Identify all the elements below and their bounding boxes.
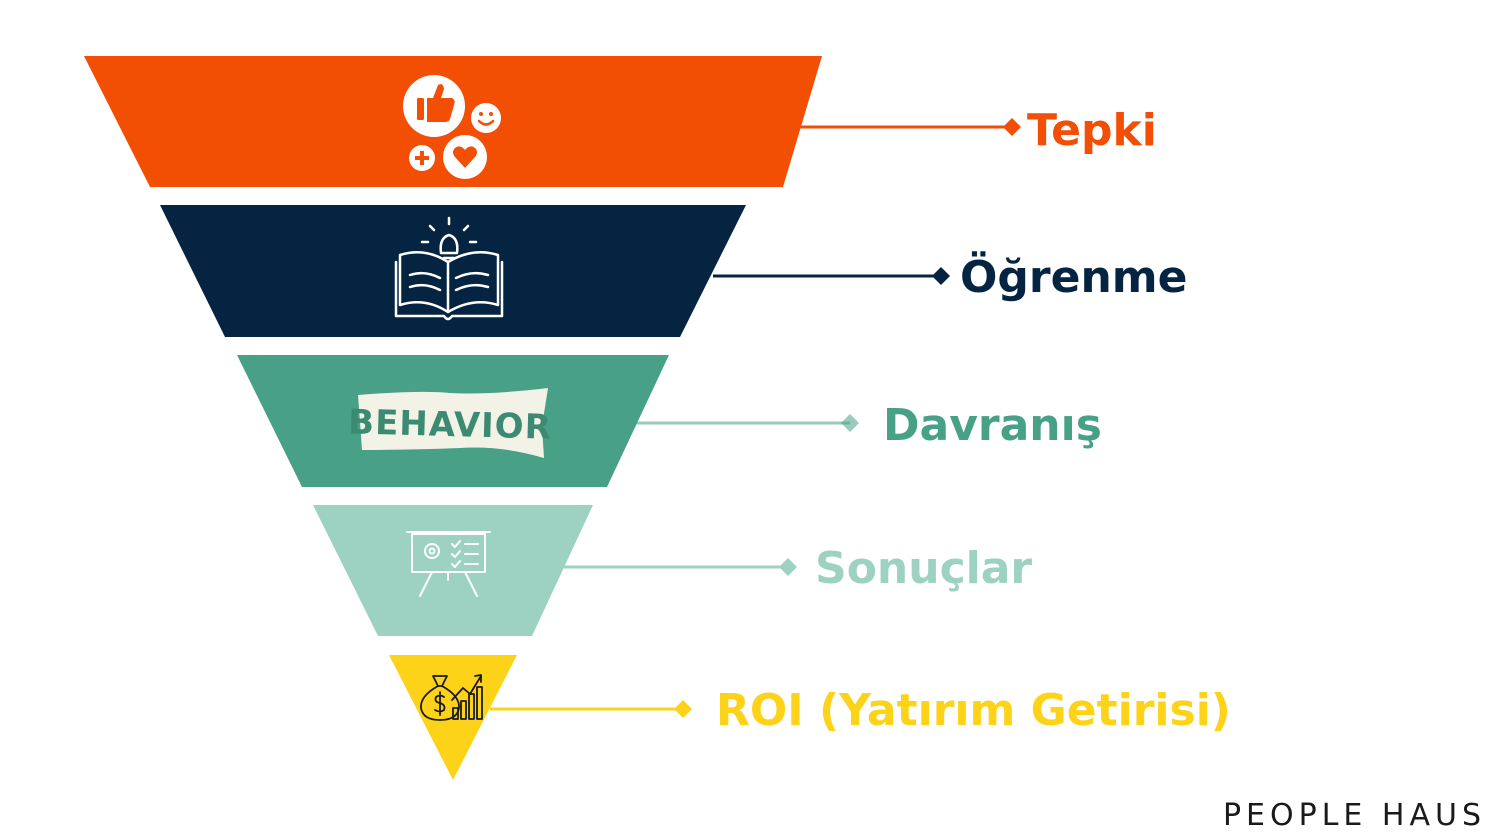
connector-diamond-davranis [841,414,859,432]
connector-diamond-sonuclar [779,558,797,576]
behavior-banner-text: BEHAVIOR [348,402,553,447]
level-label-tepki: Tepki [1027,105,1157,156]
smiley-icon [471,103,501,133]
level-label-ogrenme: Öğrenme [960,250,1187,303]
money-bag-growth-icon [420,674,483,721]
level-label-sonuclar: Sonuçlar [815,543,1032,594]
level-label-davranis: Davranış [883,400,1102,451]
brand-logo-text: PEOPLE HAUS [1223,798,1486,833]
funnel-band-sonuclar [313,505,593,636]
connector-diamond-tepki [1003,118,1021,136]
funnel-band-ogrenme [160,205,746,337]
funnel-level-sonuclar: Sonuçlar [313,505,1032,636]
connector-diamond-ogrenme [932,267,950,285]
funnel-level-tepki: Tepki [84,56,1157,187]
connector-diamond-roi [674,700,692,718]
level-label-roi: ROI (Yatırım Getirisi) [716,685,1231,736]
open-book-lightbulb-icon [394,216,504,321]
thumbs-up-icon [417,84,455,122]
funnel-level-ogrenme: Öğrenme [160,205,1187,337]
funnel-level-davranis: BEHAVIOR Davranış [237,355,1102,487]
behavior-banner-icon: BEHAVIOR [348,388,553,458]
funnel-level-roi: ROI (Yatırım Getirisi) [389,655,1231,780]
presentation-board-icon [406,531,491,597]
reaction-icons [403,75,501,179]
